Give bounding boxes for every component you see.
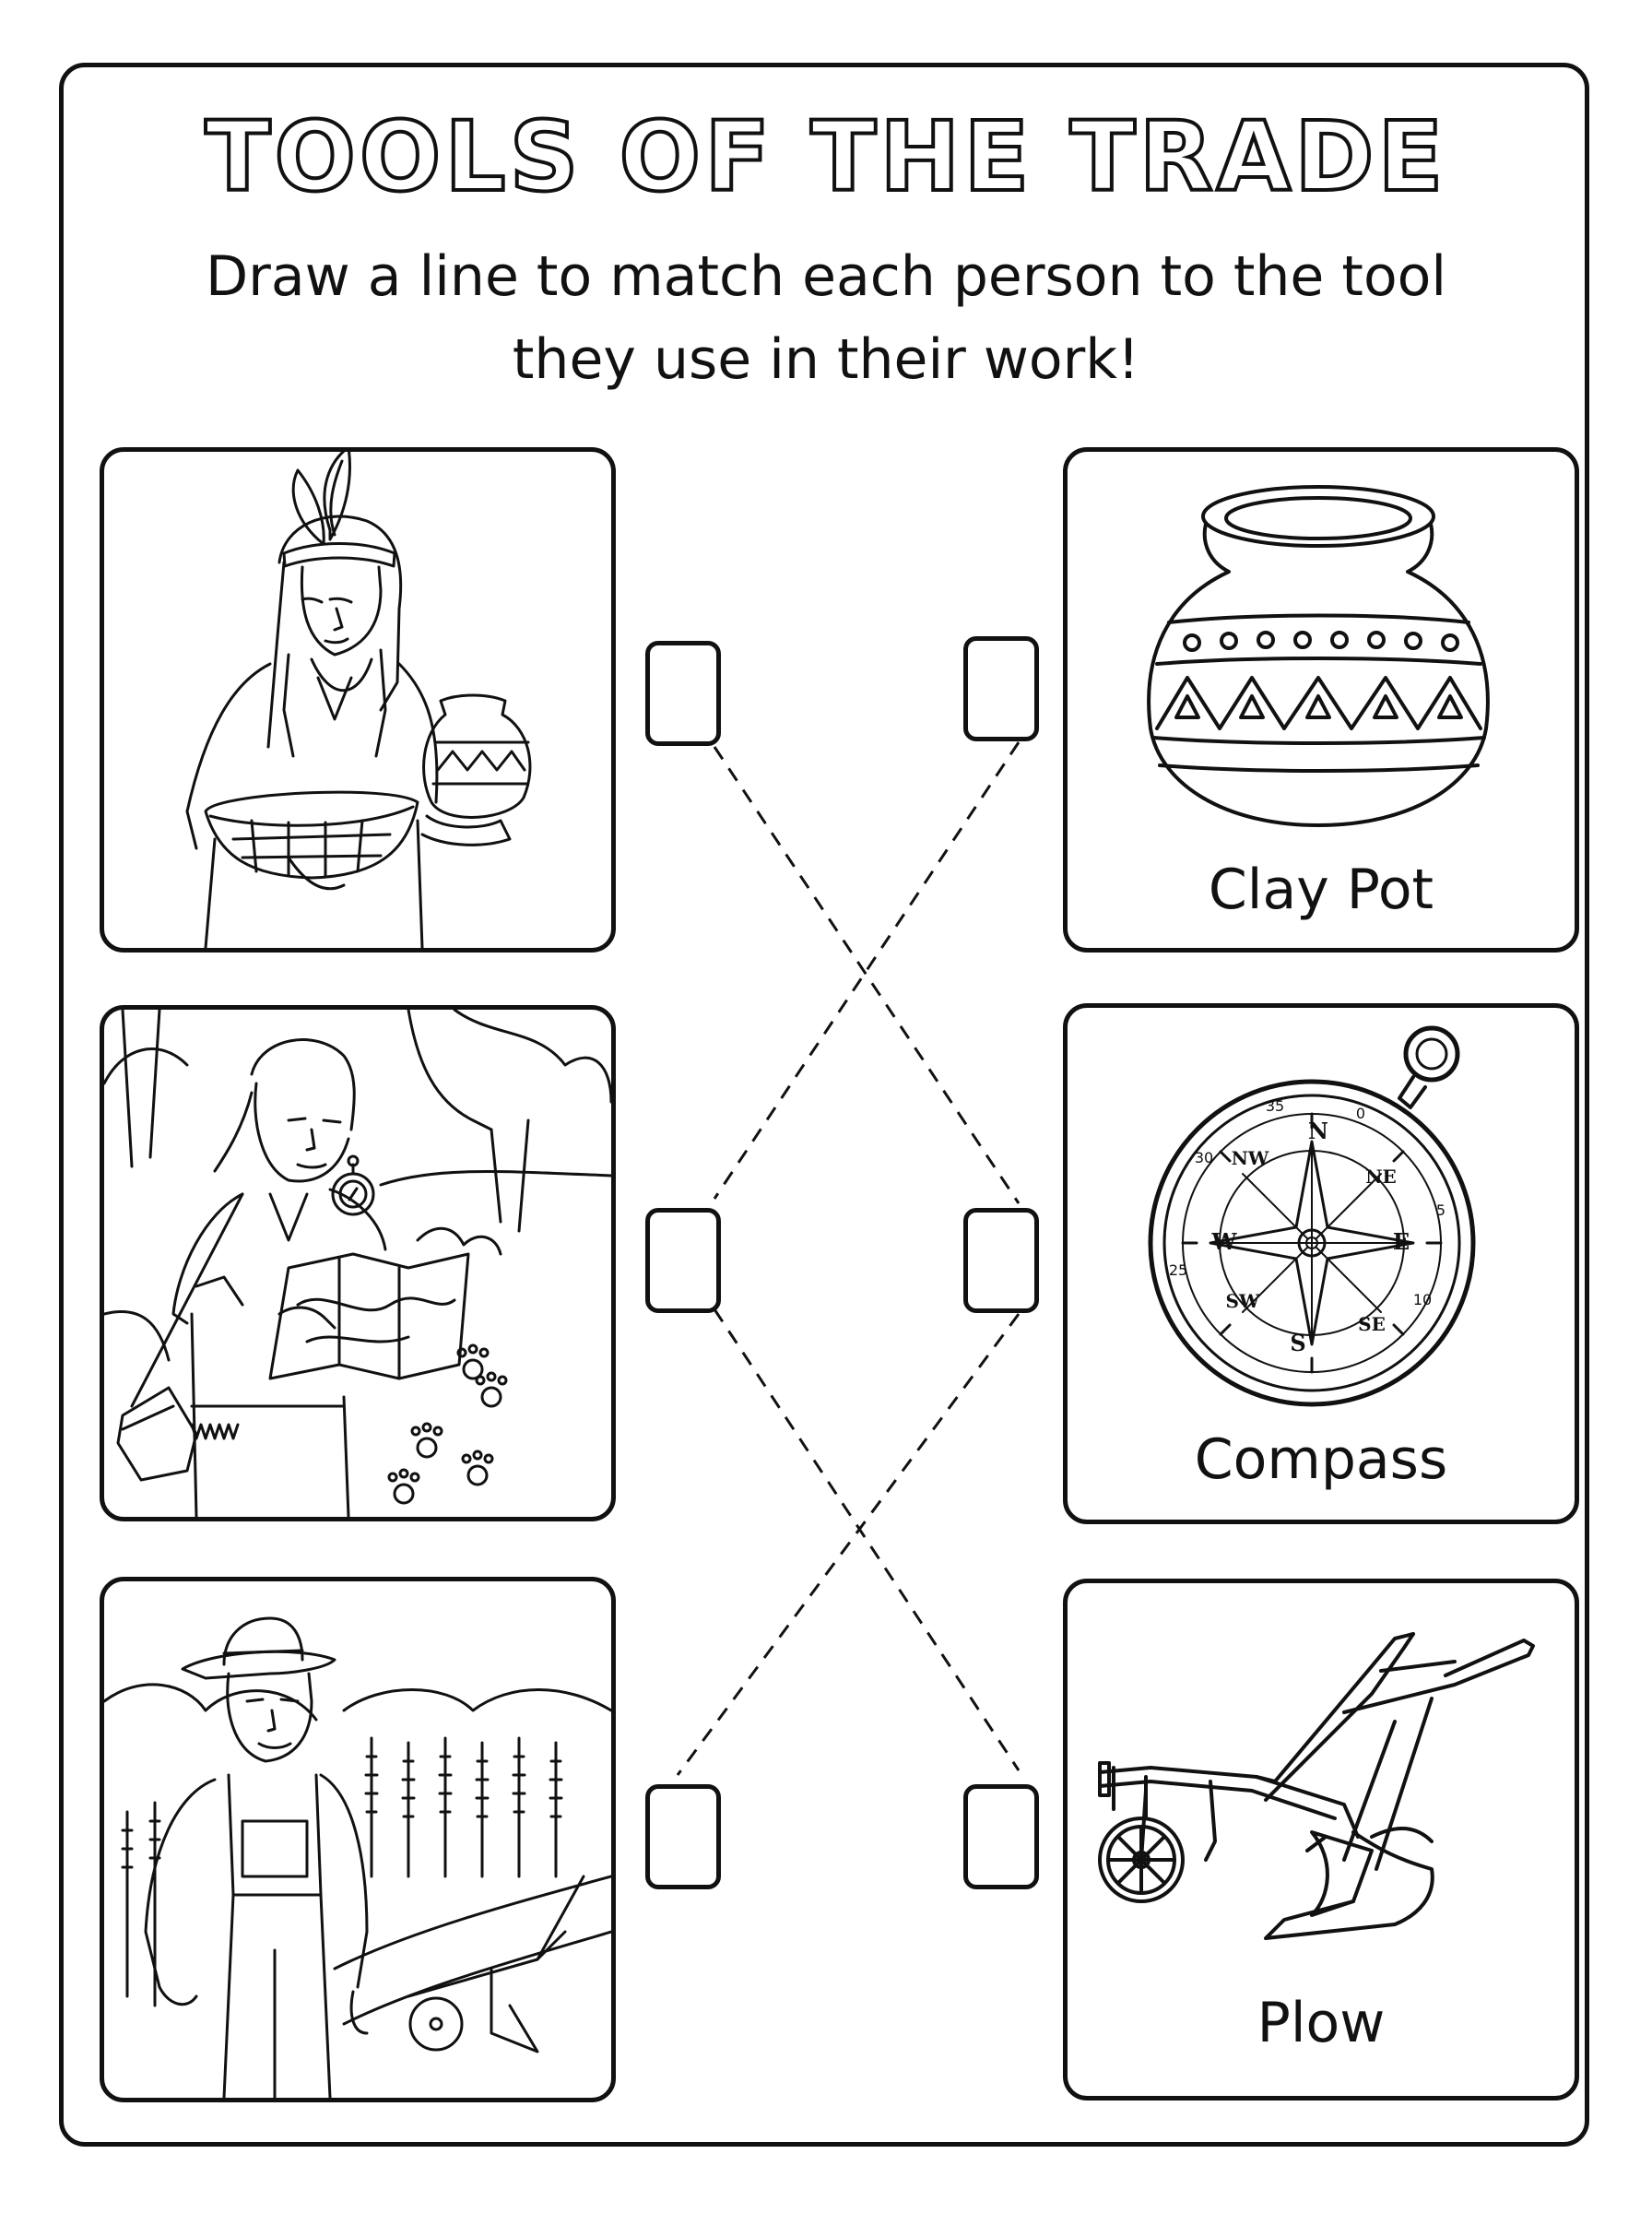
dashed-line-potter-to-compass	[713, 746, 1021, 1204]
worksheet-title: TOOLS OF THE TRADE	[204, 101, 1447, 213]
tool-card-plow[interactable]: Plow	[1063, 1579, 1579, 2101]
tool-card-compass[interactable]: N NW NE W E SW SE S 35 30 25 0 5 10 Comp…	[1063, 1003, 1579, 1524]
person-card-farmer[interactable]	[100, 1577, 616, 2102]
tool-label-clay-pot: Clay Pot	[1208, 858, 1434, 922]
connector-tab-person-3[interactable]	[645, 1784, 721, 1889]
instructions: Draw a line to match each person to the …	[138, 235, 1514, 401]
compass-n-label: N	[1308, 1118, 1328, 1144]
dashed-line-explorer-to-claypot	[713, 741, 1021, 1200]
compass-deg-5: 5	[1436, 1201, 1446, 1219]
connector-tab-tool-2[interactable]	[963, 1208, 1039, 1313]
clay-pot-icon	[1147, 485, 1490, 827]
instructions-line-2: they use in their work!	[512, 327, 1140, 392]
compass-nw-label: NW	[1232, 1147, 1269, 1169]
compass-deg-0: 0	[1356, 1105, 1365, 1122]
compass-s-label: S	[1290, 1330, 1305, 1356]
compass-w-label: W	[1211, 1228, 1238, 1255]
person-card-potter[interactable]	[100, 447, 616, 953]
compass-deg-30: 30	[1195, 1149, 1213, 1166]
compass-ne-label: NE	[1365, 1166, 1397, 1188]
compass-e-label: E	[1393, 1228, 1410, 1255]
potter-person-icon	[185, 452, 532, 948]
compass-se-label: SE	[1358, 1313, 1386, 1335]
compass-deg-10: 10	[1413, 1291, 1432, 1308]
tool-label-compass: Compass	[1194, 1427, 1448, 1492]
compass-sw-label: SW	[1226, 1290, 1260, 1312]
person-card-explorer[interactable]	[100, 1005, 616, 1521]
explorer-person-icon	[104, 1010, 611, 1517]
compass-deg-25: 25	[1169, 1261, 1187, 1279]
farmer-person-icon	[104, 1616, 611, 2098]
compass-deg-35: 35	[1266, 1097, 1284, 1115]
tool-label-plow: Plow	[1257, 1991, 1386, 2055]
dashed-line-farmer-to-compass	[676, 1313, 1021, 1776]
connector-tab-tool-3[interactable]	[963, 1784, 1039, 1889]
dashed-line-explorer-to-plow	[713, 1308, 1021, 1771]
connector-tab-person-2[interactable]	[645, 1208, 721, 1313]
compass-icon: N NW NE W E SW SE S 35 30 25 0 5 10	[1148, 1025, 1476, 1407]
instructions-line-1: Draw a line to match each person to the …	[205, 244, 1447, 309]
connector-tab-tool-1[interactable]	[963, 636, 1039, 741]
plow-icon	[1098, 1632, 1535, 1940]
tool-card-clay-pot[interactable]: Clay Pot	[1063, 447, 1579, 953]
connector-tab-person-1[interactable]	[645, 641, 721, 746]
